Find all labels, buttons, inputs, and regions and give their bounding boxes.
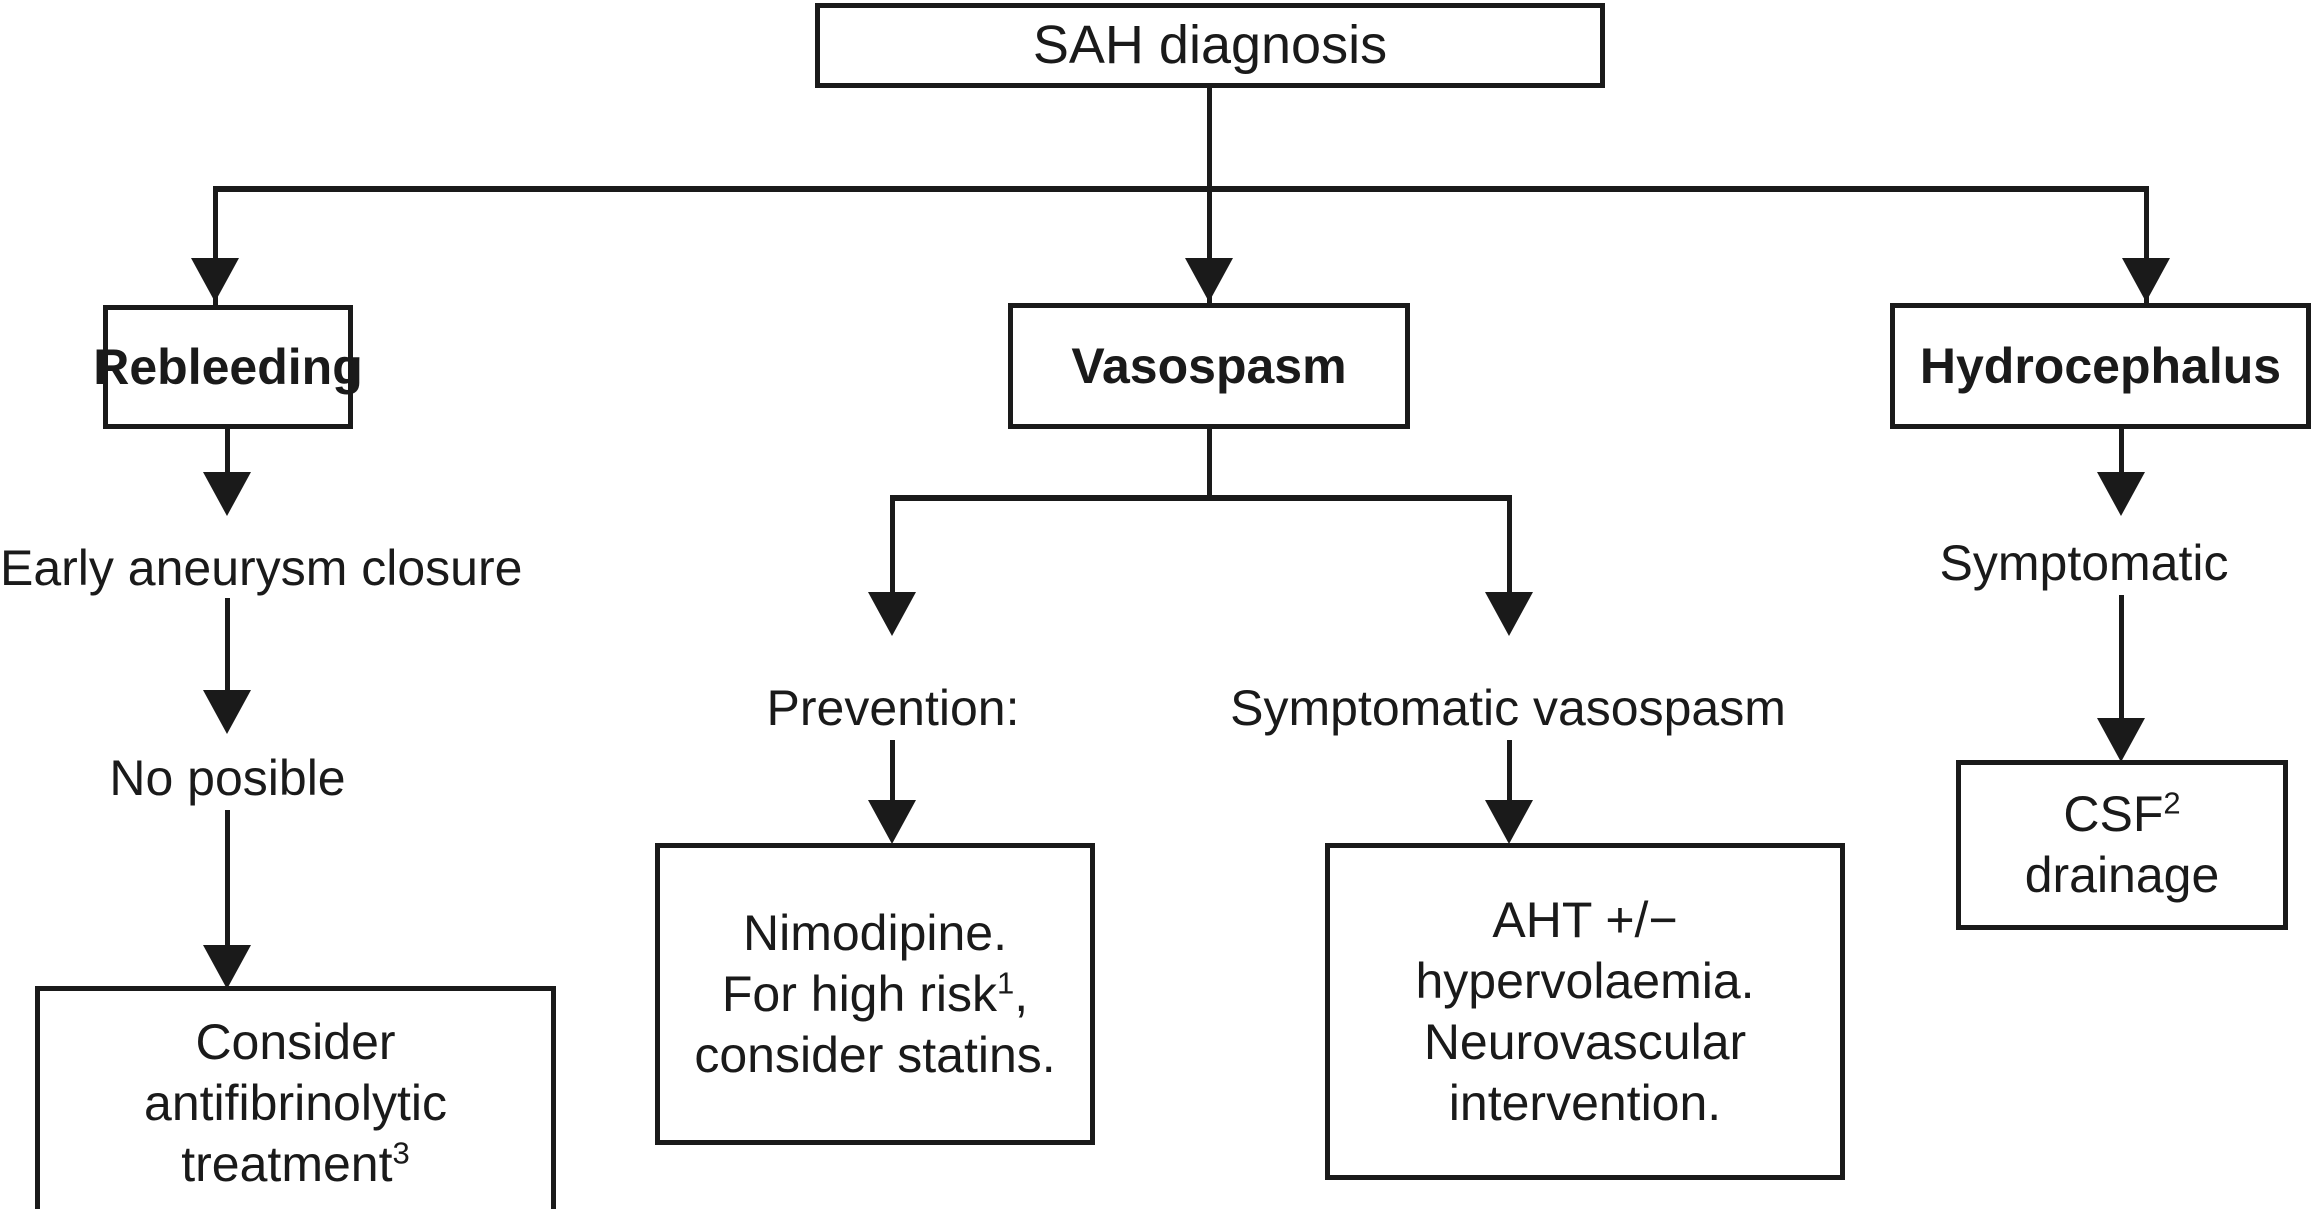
node-hydrocephalus-label: Hydrocephalus — [1919, 337, 2282, 394]
node-aht-hypervolaemia: AHT +/− hypervolaemia. Neurovascular int… — [1325, 843, 1845, 1180]
connector-vasospasm-right-arm — [1507, 495, 1512, 602]
connector-vasospasm-split-bar — [890, 495, 1512, 501]
node-rebleeding: Rebleeding — [93, 305, 363, 429]
node-antifibrinolytic-treatment: Consider antifibrinolytic treatment3 — [35, 986, 556, 1209]
connector-no-posible-to-antifibrinolytic — [225, 810, 230, 955]
connector-drop-hydrocephalus — [2144, 186, 2149, 311]
arrowhead-prevention — [868, 592, 916, 636]
node-csf-drainage: CSF2 drainage — [1956, 760, 2288, 930]
csf-footnote-marker: 2 — [2163, 785, 2181, 821]
connector-symptomatic-to-aht — [1507, 740, 1512, 810]
node-vasospasm: Vasospasm — [1008, 303, 1410, 429]
arrowhead-nimodipine — [868, 800, 916, 844]
label-symptomatic-vasospasm: Symptomatic vasospasm — [1230, 680, 1786, 736]
aht-line-3: Neurovascular — [1423, 1013, 1747, 1070]
arrowhead-early-closure — [203, 472, 251, 516]
connector-hydrocephalus-to-symptomatic — [2119, 429, 2124, 479]
arrowhead-aht — [1485, 800, 1533, 844]
antifibrinolytic-line-3: treatment3 — [181, 1135, 410, 1192]
arrowhead-antifibrinolytic — [203, 945, 251, 989]
antifibrinolytic-footnote-marker: 3 — [392, 1135, 410, 1171]
label-early-aneurysm-closure: Early aneurysm closure — [0, 540, 523, 596]
connector-prevention-to-nimodipine — [890, 740, 895, 810]
connector-distribution-bar — [213, 186, 2149, 192]
node-vasospasm-label: Vasospasm — [1071, 337, 1347, 394]
aht-line-4: intervention. — [1448, 1074, 1722, 1131]
node-sah-diagnosis: SAH diagnosis — [815, 3, 1605, 88]
nimodipine-line-1: Nimodipine. — [742, 904, 1007, 961]
arrowhead-no-posible — [203, 690, 251, 734]
connector-vasospasm-stem — [1207, 429, 1212, 500]
antifibrinolytic-line-1: Consider — [195, 1014, 396, 1070]
label-no-posible: No posible — [109, 750, 346, 806]
label-prevention: Prevention: — [766, 680, 1020, 736]
connector-vasospasm-left-arm — [890, 495, 895, 602]
connector-symptomatic-to-csf-drainage — [2119, 595, 2124, 735]
nimodipine-line-2: For high risk1, — [721, 964, 1029, 1022]
connector-drop-vasospasm — [1207, 186, 1212, 311]
node-hydrocephalus: Hydrocephalus — [1890, 303, 2311, 429]
antifibrinolytic-line-2: antifibrinolytic — [144, 1075, 447, 1131]
connector-early-closure-to-no-posible — [225, 598, 230, 713]
nimodipine-line-3: consider statins. — [694, 1026, 1056, 1083]
aht-line-2: hypervolaemia. — [1415, 952, 1755, 1009]
arrowhead-symptomatic-vasospasm — [1485, 592, 1533, 636]
connector-root-stem — [1207, 88, 1212, 191]
connector-drop-rebleeding — [213, 186, 218, 311]
aht-line-1: AHT +/− — [1492, 891, 1678, 948]
arrowhead-vasospasm — [1185, 258, 1233, 302]
arrowhead-csf-drainage — [2097, 718, 2145, 762]
label-symptomatic: Symptomatic — [1939, 535, 2229, 591]
nimodipine-footnote-marker: 1 — [996, 964, 1015, 1000]
connector-rebleeding-to-early-closure — [225, 429, 230, 479]
arrowhead-symptomatic — [2097, 472, 2145, 516]
arrowhead-hydrocephalus — [2122, 258, 2170, 302]
node-rebleeding-label: Rebleeding — [93, 338, 363, 395]
csf-drainage-line-1: CSF2 — [2063, 785, 2181, 842]
arrowhead-rebleeding — [191, 258, 239, 302]
csf-drainage-line-2: drainage — [2024, 847, 2220, 903]
node-nimodipine: Nimodipine. For high risk1, consider sta… — [655, 843, 1095, 1145]
node-sah-diagnosis-label: SAH diagnosis — [1032, 14, 1388, 75]
